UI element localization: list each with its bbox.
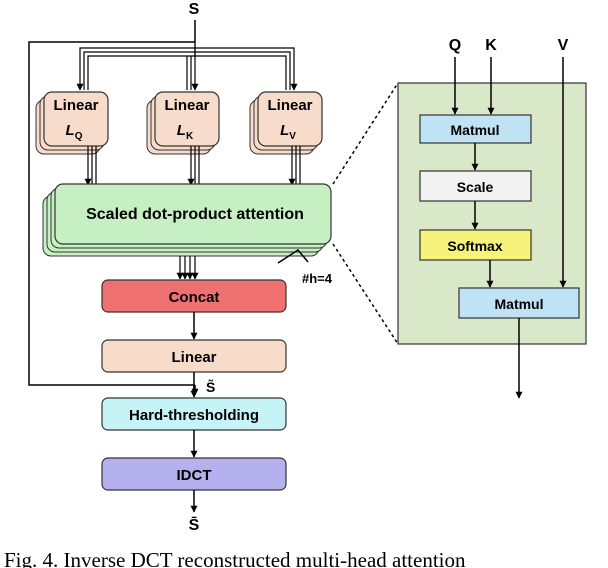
idct-label: IDCT — [177, 467, 212, 484]
matmul-2-label: Matmul — [495, 296, 544, 312]
zoom-line-bottom — [332, 243, 399, 345]
v-label: V — [558, 37, 569, 54]
residual-connection — [28, 41, 195, 386]
linear-to-attention-arrows — [84, 146, 301, 186]
matmul-2-block — [458, 287, 580, 319]
linear-v-block: Linear LV — [249, 91, 323, 155]
input-branches — [76, 42, 298, 91]
linear-q-label: Linear — [53, 97, 98, 114]
svg-text:LK: LK — [177, 122, 194, 142]
scale-block — [419, 170, 532, 202]
matmul-1-label: Matmul — [451, 122, 500, 138]
input-label: S — [189, 1, 200, 18]
scale-label: Scale — [457, 179, 494, 195]
attention-block: Scaled dot-product attention — [42, 183, 332, 257]
linear-k-block: Linear LK — [146, 91, 220, 155]
linear-v-label: Linear — [267, 97, 312, 114]
hard-threshold-label: Hard-thresholding — [129, 407, 259, 424]
attention-to-concat-arrows — [176, 256, 199, 280]
attention-label: Scaled dot-product attention — [86, 206, 304, 223]
svg-text:LV: LV — [280, 122, 296, 142]
heads-label: #h=4 — [302, 271, 333, 286]
linear-k-label: Linear — [164, 97, 209, 114]
concat-label: Concat — [169, 289, 220, 306]
linear-output-label: Linear — [171, 349, 216, 366]
output-label: S̄ — [189, 515, 200, 534]
svg-text:LQ: LQ — [66, 122, 83, 142]
matmul-1-block — [419, 114, 532, 144]
s-tilde-label: S̃ — [206, 378, 215, 395]
zoom-line-top — [332, 82, 399, 185]
q-label: Q — [449, 37, 461, 54]
k-label: K — [485, 37, 497, 54]
linear-q-block: Linear LQ — [35, 91, 109, 155]
softmax-label: Softmax — [447, 238, 502, 254]
figure-caption: Fig. 4. Inverse DCT reconstructed multi-… — [4, 548, 466, 568]
heads-indicator — [277, 249, 309, 264]
softmax-block — [419, 229, 532, 261]
